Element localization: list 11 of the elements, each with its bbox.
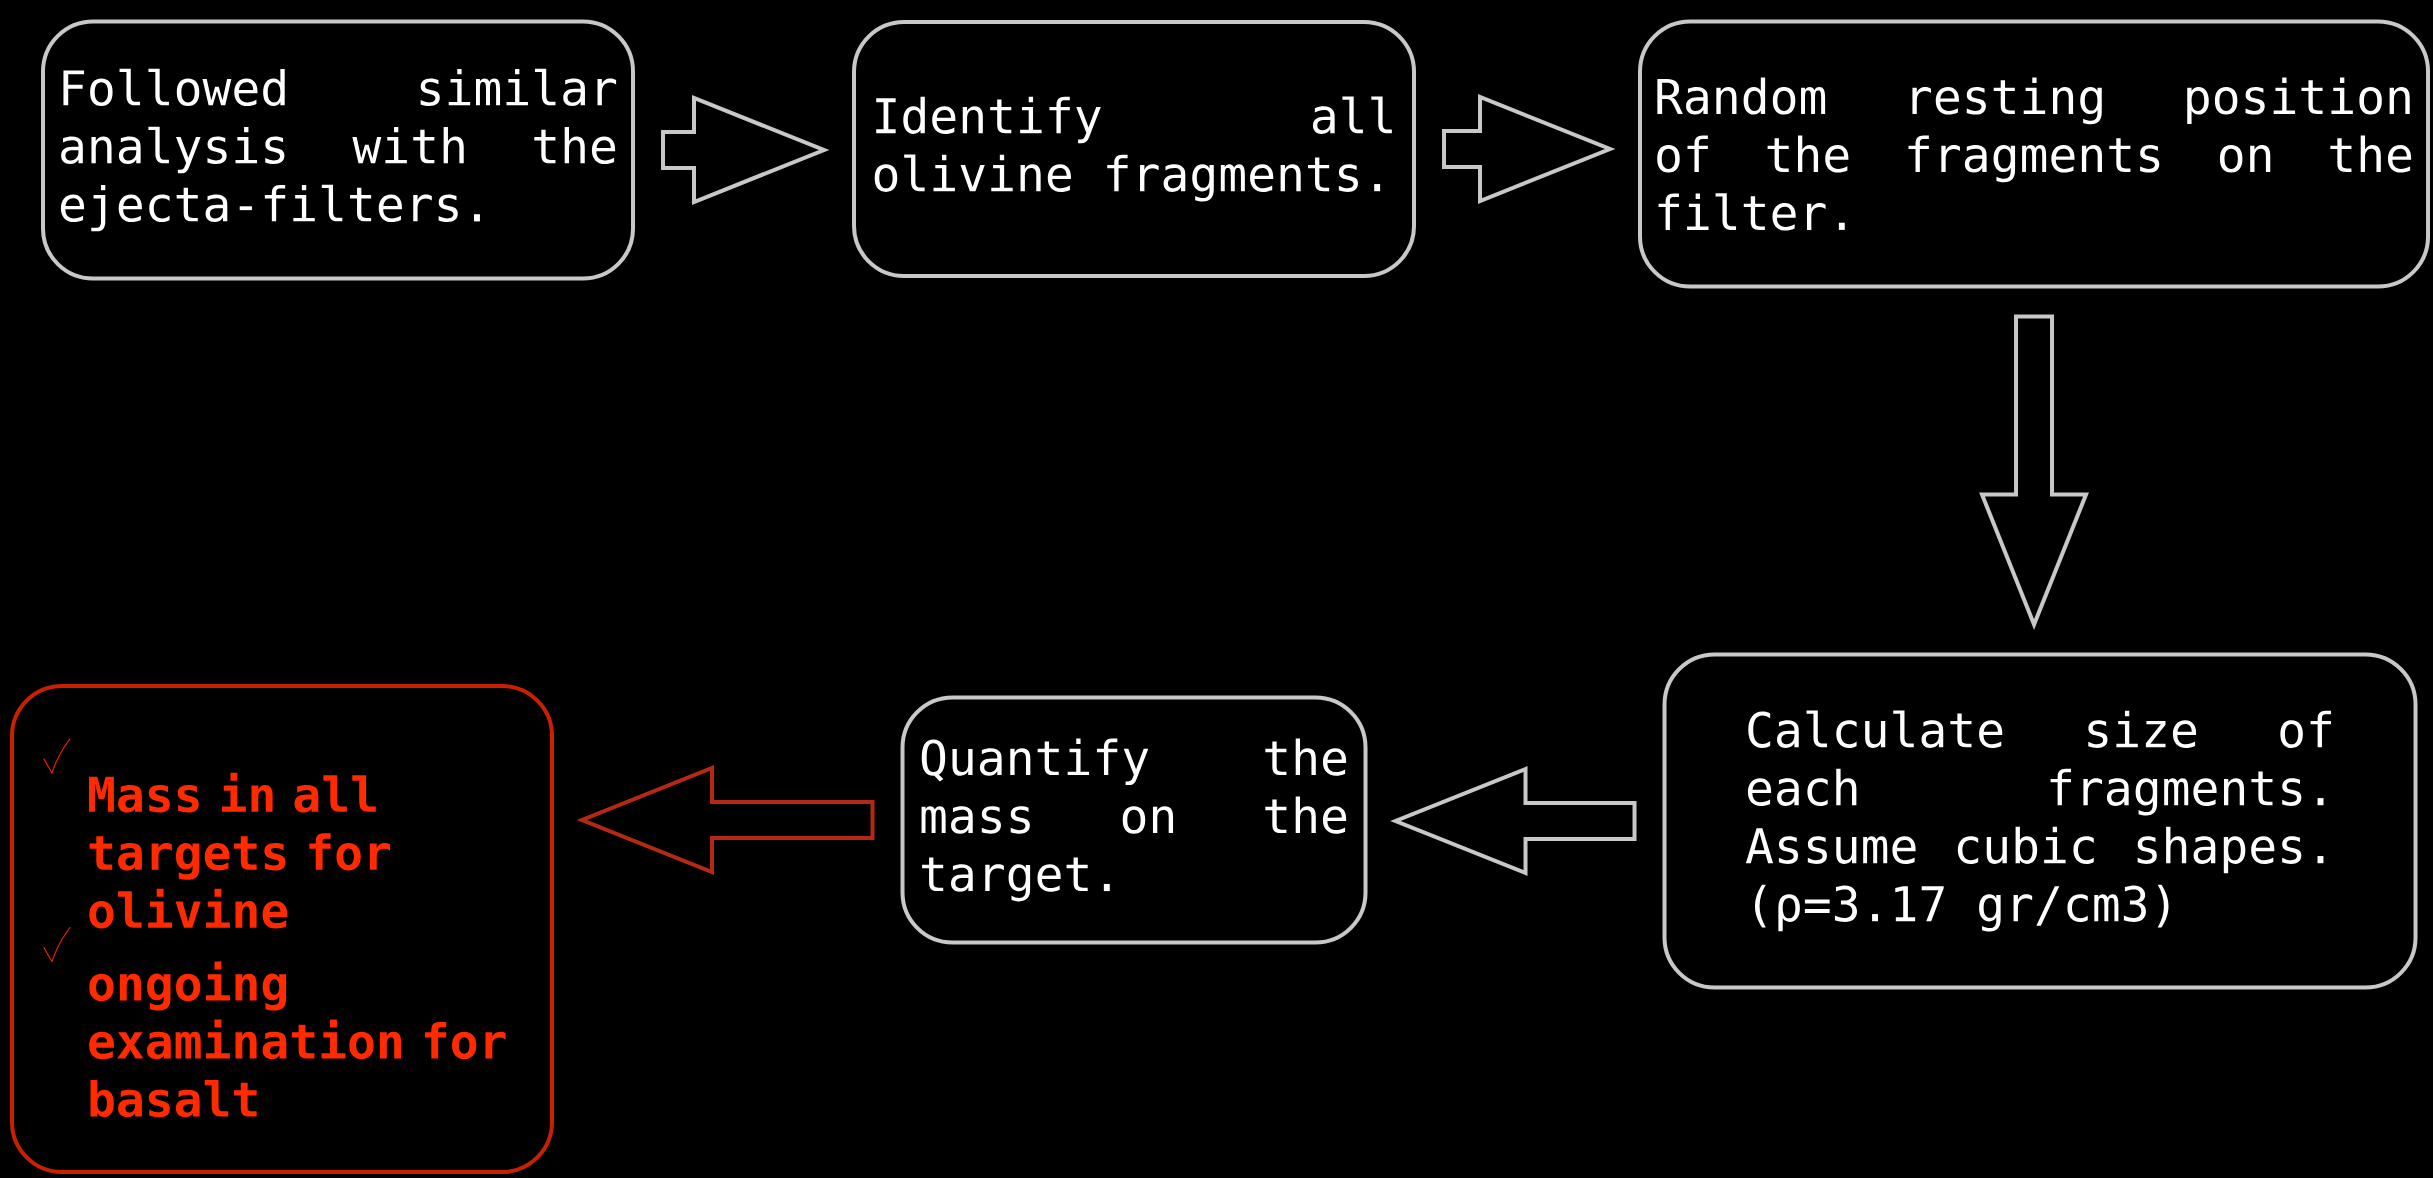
block-arrow: [1390, 766, 1637, 876]
process-box: Quantify the mass on the target.: [900, 695, 1368, 945]
process-box: Random resting position of the fragments on the filter.: [1638, 19, 2431, 289]
block-arrow: [1979, 314, 2089, 630]
process-box: Followed similar analysis with the ejecta-filters.: [41, 19, 635, 281]
process-box: Identify all olivine fragments.: [852, 20, 1416, 278]
result-box: Mass in all targets for olivine ongoing examination for basalt: [10, 684, 554, 1174]
process-box: Calculate size of each fragments. Assume cubic shapes. (ρ=3.17 gr/cm3): [1662, 652, 2418, 990]
block-arrow: [1442, 94, 1616, 204]
block-arrow: [661, 95, 830, 205]
block-arrow: [576, 765, 875, 875]
